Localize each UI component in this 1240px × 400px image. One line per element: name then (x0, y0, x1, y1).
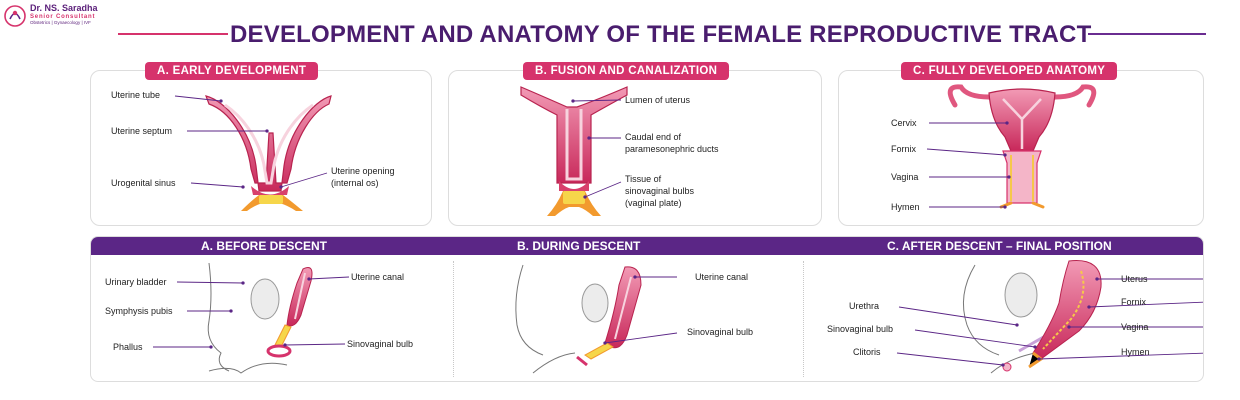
label-caudal-end-2: paramesonephric ducts (625, 144, 719, 154)
logo: Dr. NS. Saradha Senior Consultant Obstet… (4, 4, 98, 28)
label-cervix: Cervix (891, 118, 917, 128)
label-uterine-septum: Uterine septum (111, 126, 173, 136)
panel-heading-early: A. EARLY DEVELOPMENT (145, 62, 319, 80)
label-vagina-after: Vagina (1121, 322, 1149, 332)
panel-fully-developed-anatomy: C. FULLY DEVELOPED ANATOMY Cervix Fornix… (838, 62, 1204, 226)
descent-header-bar (91, 237, 1203, 255)
label-vagina: Vagina (891, 172, 919, 182)
logo-emblem-icon (4, 5, 26, 27)
label-hymen-after: Hymen (1121, 347, 1150, 357)
logo-role: Senior Consultant (30, 14, 96, 20)
label-phallus: Phallus (113, 342, 143, 352)
before-descent-illustration (153, 262, 350, 374)
divider-1 (453, 261, 454, 377)
during-descent-illustration (515, 264, 678, 374)
label-fornix: Fornix (891, 144, 917, 154)
label-sinovaginal-bulb-before: Sinovaginal bulb (347, 339, 414, 349)
label-fornix-after: Fornix (1121, 297, 1147, 307)
heading-after-descent: C. AFTER DESCENT – FINAL POSITION (887, 239, 1112, 253)
label-uterus: Uterus (1121, 274, 1148, 284)
heading-during-descent: B. DURING DESCENT (517, 239, 641, 253)
label-symphysis-pubis: Symphysis pubis (105, 306, 173, 316)
panel-fusion-canalization: B. FUSION AND CANALIZATION Lumen of uter… (448, 62, 822, 226)
label-caudal-end-1: Caudal end of (625, 132, 682, 142)
label-sinovaginal-bulb-after: Sinovaginal bulb (827, 324, 894, 334)
label-uterine-canal-before: Uterine canal (351, 272, 405, 282)
label-tissue-2: sinovaginal bulbs (625, 186, 695, 196)
label-urogenital-sinus: Urogenital sinus (111, 178, 176, 188)
label-lumen-of-uterus: Lumen of uterus (625, 95, 691, 105)
label-urinary-bladder: Urinary bladder (105, 277, 167, 287)
label-tissue-1: Tissue of (625, 174, 662, 184)
label-urethra: Urethra (849, 301, 880, 311)
panel-early-development: A. EARLY DEVELOPMENT Uterine tube Uterin… (90, 62, 432, 226)
fusion-canalization-illustration (520, 86, 628, 216)
page-title: DEVELOPMENT AND ANATOMY OF THE FEMALE RE… (230, 21, 1092, 48)
label-sinovaginal-bulb-during: Sinovaginal bulb (687, 327, 754, 337)
panel-heading-fusion: B. FUSION AND CANALIZATION (523, 62, 730, 80)
label-uterine-canal-during: Uterine canal (695, 272, 749, 282)
label-tissue-3: (vaginal plate) (625, 198, 682, 208)
early-development-illustration (174, 95, 332, 211)
title-rule-right (1088, 33, 1206, 35)
after-descent-illustration (896, 260, 1203, 374)
label-hymen: Hymen (891, 202, 920, 212)
label-clitoris: Clitoris (853, 347, 881, 357)
label-uterine-opening: Uterine opening (331, 166, 395, 176)
logo-dept: Obstetrics | Gynaecology | IVF (30, 20, 91, 25)
label-internal-os: (internal os) (331, 178, 379, 188)
panel-heading-developed: C. FULLY DEVELOPED ANATOMY (901, 62, 1118, 80)
heading-before-descent: A. BEFORE DESCENT (201, 239, 328, 253)
logo-name: Dr. NS. Saradha (30, 3, 98, 13)
title-rule-left (118, 33, 228, 35)
fully-developed-illustration (926, 84, 1097, 209)
panel-descent: A. BEFORE DESCENT B. DURING DESCENT C. A… (90, 236, 1204, 382)
divider-2 (803, 261, 804, 377)
label-uterine-tube: Uterine tube (111, 90, 161, 100)
